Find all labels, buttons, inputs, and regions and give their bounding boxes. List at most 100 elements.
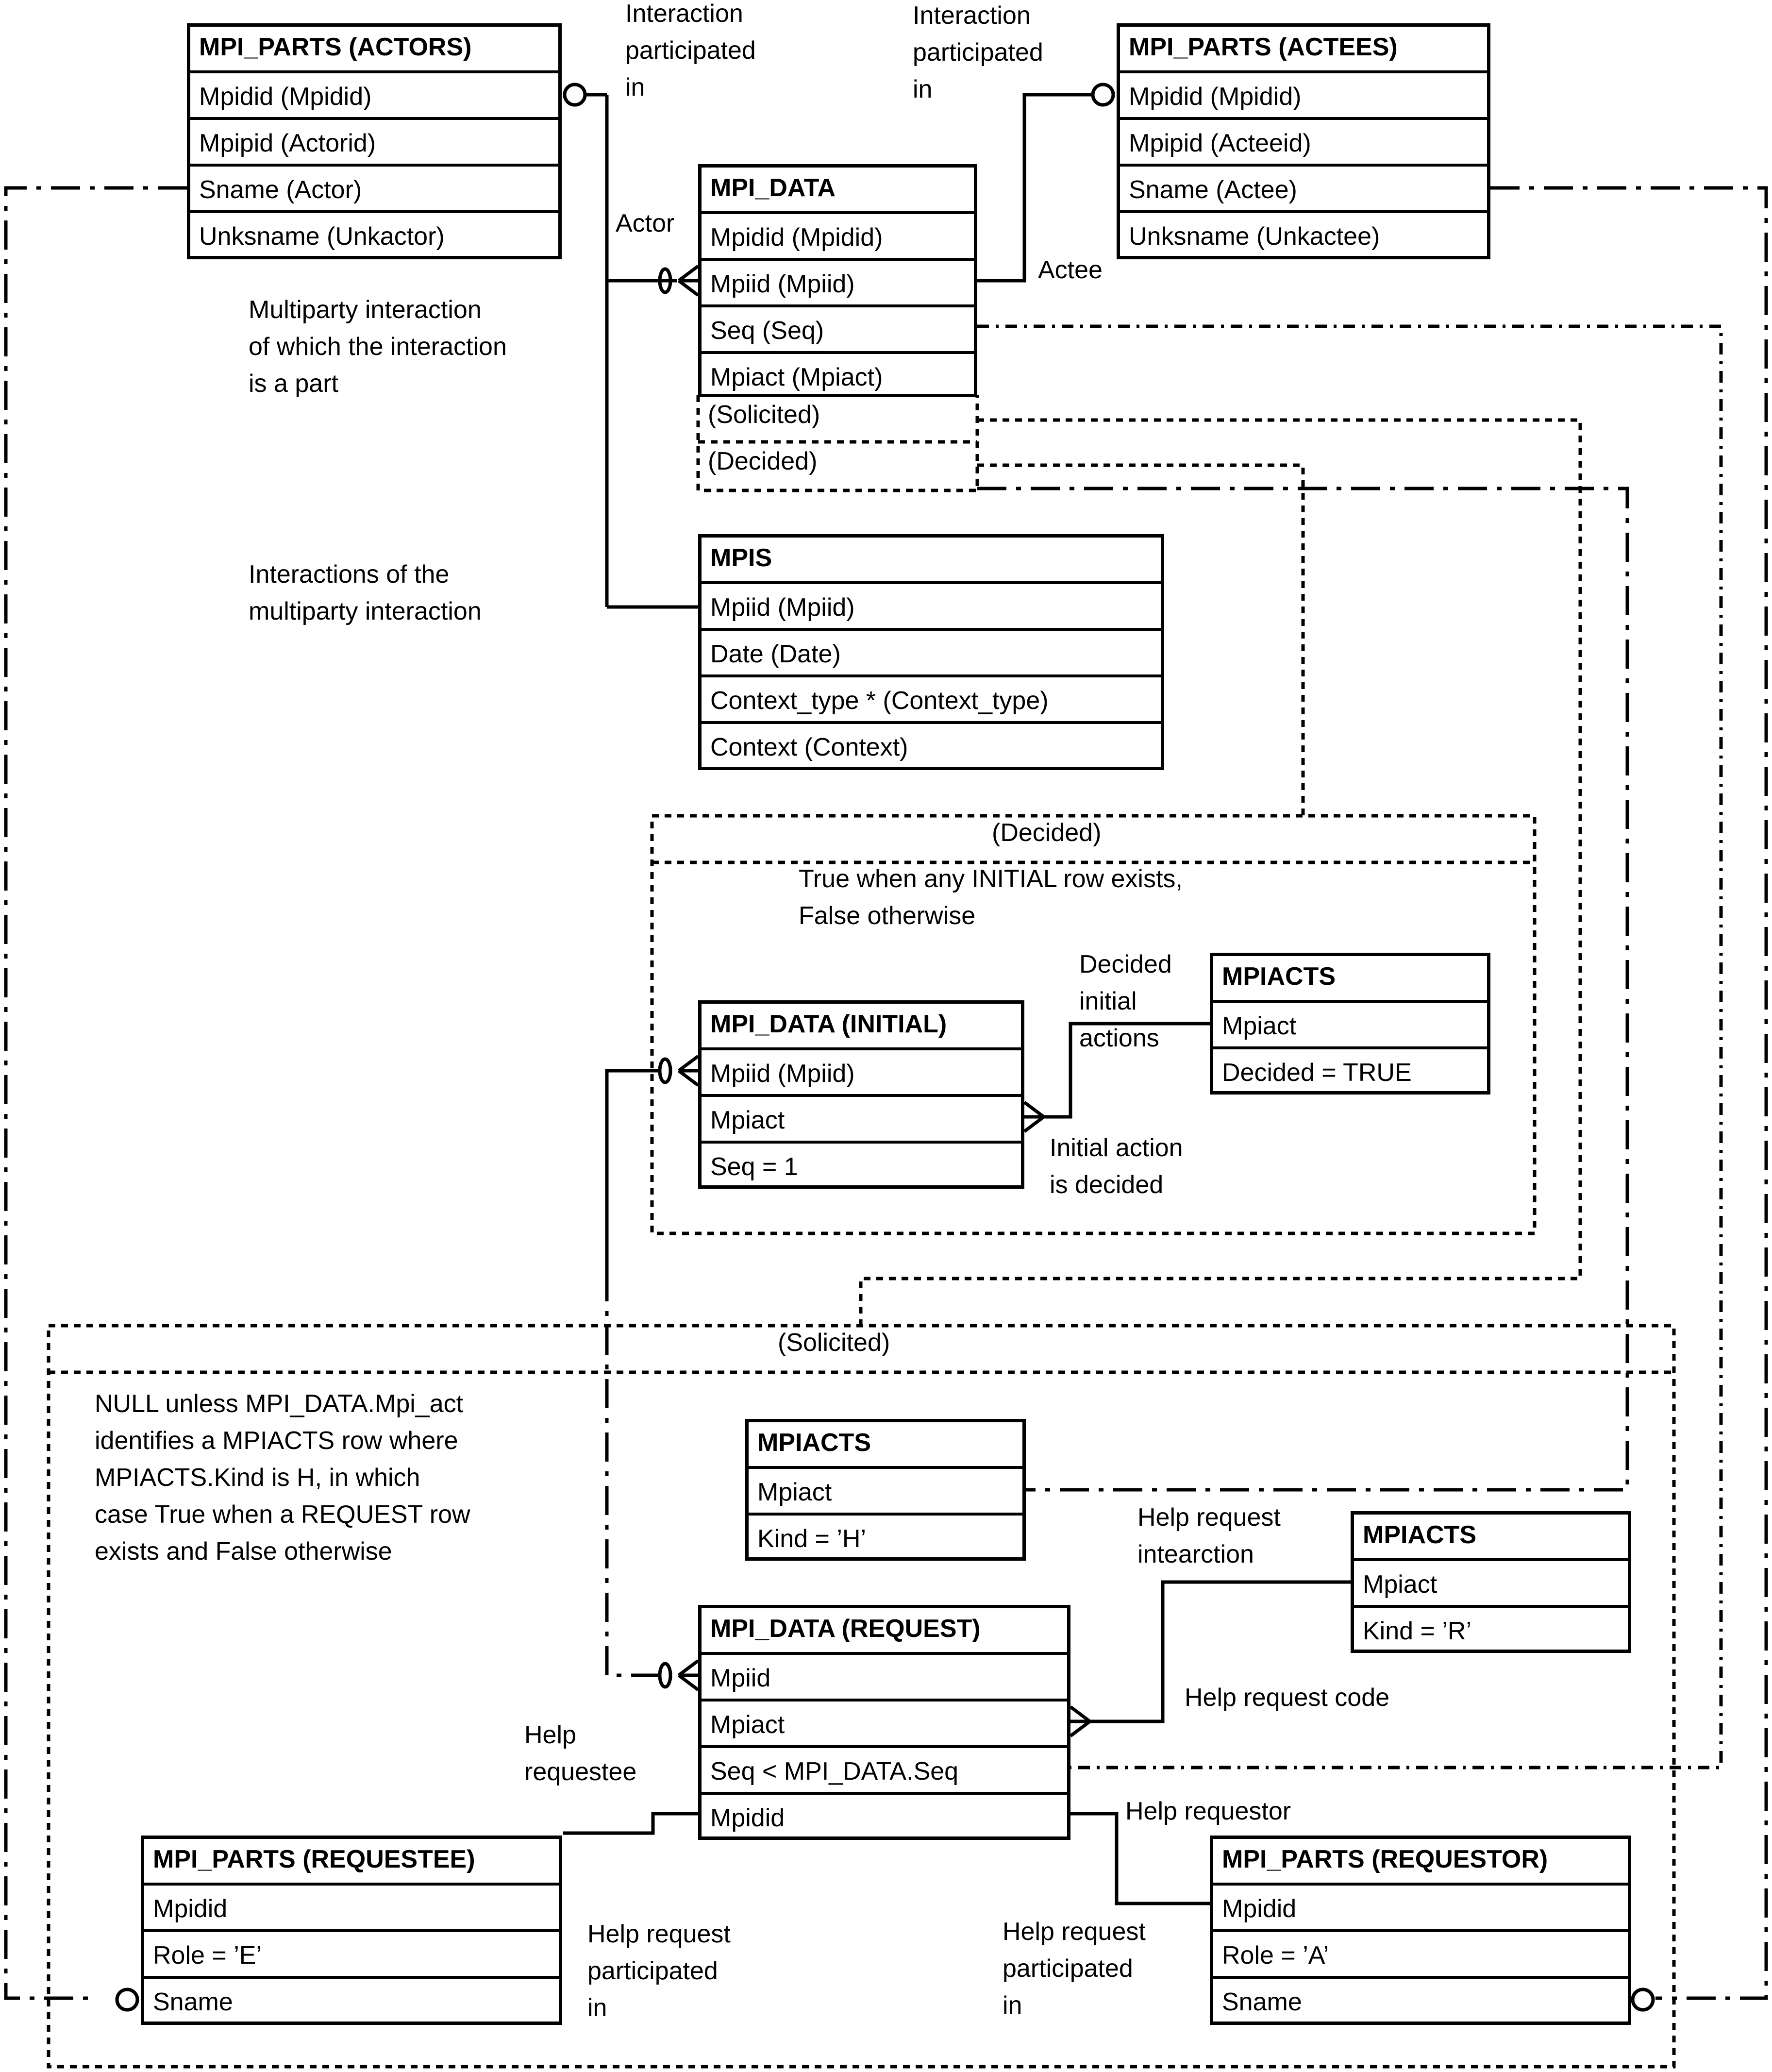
entity-title: MPI_PARTS (ACTORS) [199, 33, 472, 61]
entity-mpiacts-r[interactable]: MPIACTS Mpiact Kind = ’R’ [1351, 1511, 1631, 1653]
label-help-code: Help request code [1185, 1684, 1390, 1712]
entity-attribute: Sname (Actor) [190, 164, 558, 210]
entity-attribute: Unksname (Unkactee) [1120, 210, 1487, 257]
entity-mpiacts-h[interactable]: MPIACTS Mpiact Kind = ’H’ [745, 1419, 1026, 1561]
entity-attribute: Mpidid (Mpidid) [190, 70, 558, 117]
entity-attribute: Seq (Seq) [702, 304, 974, 351]
entity-title: MPI_DATA (INITIAL) [710, 1010, 947, 1038]
mpidata-to-request-mpiid [605, 1272, 658, 1677]
entity-attribute: Mpiact [702, 1094, 1021, 1141]
entity-title: MPIACTS [1222, 962, 1336, 991]
entity-attribute: Mpiact (Mpiact) [702, 351, 974, 398]
entity-attribute: Mpidid [1213, 1883, 1628, 1929]
entity-title: MPIACTS [1363, 1521, 1476, 1549]
entity-mpis[interactable]: MPIS Mpiid (Mpiid) Date (Date) Context_t… [698, 534, 1164, 770]
entity-attribute: Mpidid [144, 1883, 559, 1929]
decided-box-title: (Decided) [992, 819, 1102, 847]
label-help-requestee: Help requestee [524, 1721, 637, 1786]
entity-attribute: Mpiact [1354, 1558, 1628, 1605]
label-decided-initial: Decided initial actions [1079, 950, 1172, 1052]
entity-mpiacts-decided[interactable]: MPIACTS Mpiact Decided = TRUE [1210, 953, 1490, 1095]
label-actee: Actee [1038, 256, 1103, 284]
decided-box-frame [650, 814, 1537, 1235]
ring-actors [563, 83, 587, 107]
entity-mpi-data-initial[interactable]: MPI_DATA (INITIAL) Mpiid (Mpiid) Mpiact … [698, 1000, 1024, 1189]
entity-attribute: Mpiid (Mpiid) [702, 1047, 1021, 1094]
solicited-link [859, 418, 1582, 1326]
mpidata-to-mpiacts-h [977, 487, 1629, 1492]
entity-attribute: Mpidid (Mpidid) [1120, 70, 1487, 117]
entity-attribute: Mpiid [702, 1652, 1067, 1699]
label-multiparty-part: Multiparty interaction of which the inte… [249, 296, 507, 398]
entity-actors[interactable]: MPI_PARTS (ACTORS) Mpidid (Mpidid) Mpipi… [187, 23, 562, 259]
entity-attribute: Mpipid (Actorid) [190, 117, 558, 164]
initial-to-mpiacts [1024, 1022, 1210, 1119]
entity-mpi-data[interactable]: MPI_DATA Mpidid (Mpidid) Mpiid (Mpiid) S… [698, 164, 977, 397]
crowfoot-actor-mpidata [658, 265, 700, 297]
entity-attribute: Role = ’E’ [144, 1929, 559, 1976]
crowfoot-initial [658, 1055, 700, 1087]
label-actor: Actor [616, 209, 675, 237]
seq-link [977, 324, 1723, 1769]
entity-attribute: Context (Context) [702, 721, 1161, 768]
request-to-mpiacts-r [1070, 1580, 1351, 1723]
entity-attribute: Context_type * (Context_type) [702, 674, 1161, 721]
solicited-box-note: NULL unless MPI_DATA.Mpi_act identifies … [95, 1390, 470, 1566]
entity-title: MPI_PARTS (REQUESTOR) [1222, 1845, 1548, 1873]
label-help-part-left: Help request participated in [587, 1920, 731, 2022]
entity-attribute: Role = ’A’ [1213, 1929, 1628, 1976]
entity-title: MPI_PARTS (REQUESTEE) [153, 1845, 475, 1873]
solicited-box-title: (Solicited) [778, 1329, 890, 1357]
entity-attribute: Sname (Actee) [1120, 164, 1487, 210]
label-help-requestor: Help requestor [1125, 1797, 1291, 1825]
label-actee-participated: Interaction participated in [913, 1, 1043, 103]
entity-attribute: Mpiid (Mpiid) [702, 258, 974, 304]
label-interactions-of: Interactions of the multiparty interacti… [249, 560, 482, 625]
entity-attribute: Mpiact [1213, 1000, 1487, 1046]
entity-attribute: Mpiact [749, 1466, 1022, 1513]
actee-line [977, 93, 1101, 283]
label-actor-participated: Interaction participated in [625, 0, 756, 101]
actees-sname-loop [1490, 186, 1768, 2000]
decided-link [977, 463, 1305, 816]
crowfoot-initial-mpiact [1023, 1101, 1045, 1133]
entity-attribute: Mpiact [702, 1699, 1067, 1745]
derived-attribute-decided: (Decided) [708, 447, 818, 475]
entity-title: MPIS [710, 544, 772, 572]
entity-attribute: Kind = ’R’ [1354, 1605, 1628, 1651]
ring-requestor [1631, 1988, 1655, 2012]
entity-title: MPIACTS [757, 1429, 871, 1457]
ring-actees [1091, 83, 1115, 107]
entity-attribute: Seq = 1 [702, 1141, 1021, 1187]
entity-attribute: Sname [1213, 1976, 1628, 2022]
entity-attribute: Mpidid (Mpidid) [702, 211, 974, 258]
requestee-line [563, 1812, 699, 1835]
entity-attribute: Decided = TRUE [1213, 1046, 1487, 1093]
entity-attribute: Date (Date) [702, 628, 1161, 674]
crowfoot-request-mpiact [1069, 1705, 1091, 1737]
entity-requestor[interactable]: MPI_PARTS (REQUESTOR) Mpidid Role = ’A’ … [1210, 1836, 1631, 2025]
requestor-line [1070, 1812, 1210, 1905]
actors-sname-loop [4, 186, 187, 2000]
derived-attribute-solicited: (Solicited) [708, 401, 820, 429]
ring-requestee [115, 1988, 139, 2012]
entity-attribute: Mpipid (Acteeid) [1120, 117, 1487, 164]
entity-requestee[interactable]: MPI_PARTS (REQUESTEE) Mpidid Role = ’E’ … [141, 1836, 562, 2025]
entity-attribute: Mpiid (Mpiid) [702, 581, 1161, 628]
label-help-interaction: Help request intearction [1137, 1503, 1281, 1568]
label-help-part-right: Help request participated in [1003, 1918, 1146, 2020]
initial-to-spine [605, 1069, 658, 1272]
entity-attribute: Unksname (Unkactor) [190, 210, 558, 257]
entity-title: MPI_DATA (REQUEST) [710, 1615, 981, 1643]
entity-attribute: Sname [144, 1976, 559, 2022]
entity-title: MPI_PARTS (ACTEES) [1129, 33, 1398, 61]
label-initial-decided: Initial action is decided [1050, 1134, 1183, 1199]
entity-attribute: Seq < MPI_DATA.Seq [702, 1745, 1067, 1792]
decided-box-note: True when any INITIAL row exists, False … [799, 865, 1183, 930]
entity-attribute: Mpidid [702, 1792, 1067, 1838]
entity-title: MPI_DATA [710, 174, 836, 202]
crowfoot-request [658, 1659, 700, 1691]
entity-actees[interactable]: MPI_PARTS (ACTEES) Mpidid (Mpidid) Mpipi… [1117, 23, 1490, 259]
entity-mpi-data-request[interactable]: MPI_DATA (REQUEST) Mpiid Mpiact Seq < MP… [698, 1605, 1070, 1840]
